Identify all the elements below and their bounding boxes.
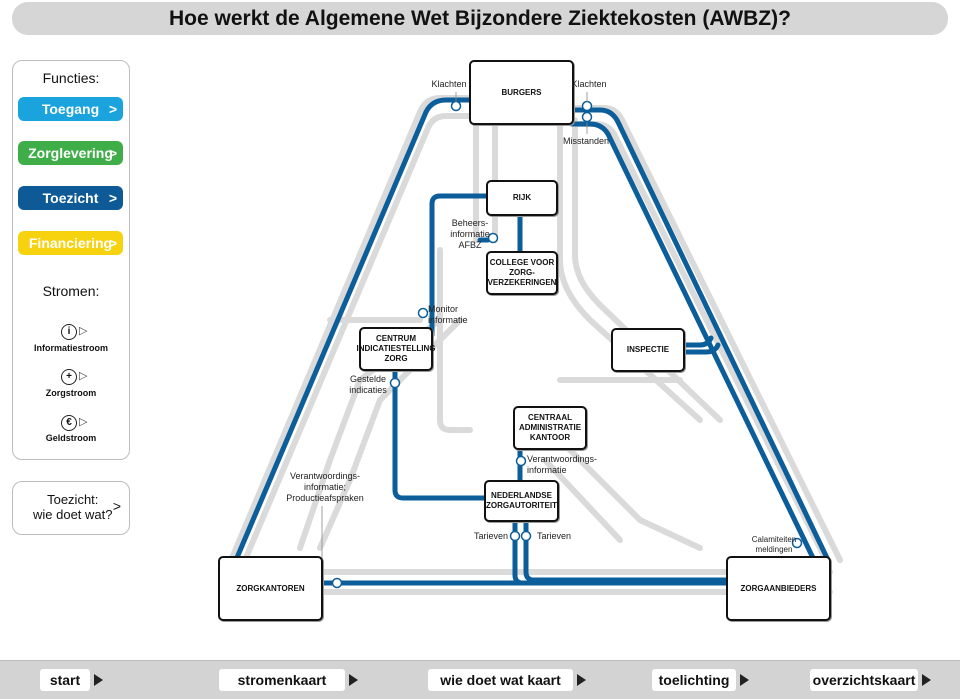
toezicht-label: Toezicht: [42, 190, 99, 206]
blue-flows: [233, 97, 831, 586]
triangle-right-icon: ▷: [79, 325, 88, 337]
stromenkaart-button[interactable]: stromenkaart: [219, 669, 345, 691]
financiering-button[interactable]: Financiering >: [18, 231, 123, 255]
triangle-right-icon: ▷: [79, 416, 88, 428]
play-arrow-icon[interactable]: [922, 674, 931, 686]
stromen-label: Stromen:: [42, 283, 100, 299]
misstanden-label: Misstanden: [562, 136, 610, 146]
overzichtskaart-button[interactable]: overzichtskaart: [810, 669, 918, 691]
node-cak[interactable]: CENTRAAL ADMINISTRATIE KANTOOR: [513, 406, 587, 450]
chevron-right-icon: >: [108, 101, 117, 117]
toezicht-box-line2: wie doet wat?: [33, 507, 113, 522]
sidebar-panel: Functies: Toegang > Zorglevering > Toezi…: [12, 60, 130, 460]
klachten-left-label: Klachten: [431, 79, 467, 89]
verantw-left-label: Verantwoordings- informatie; Productieaf…: [286, 471, 364, 503]
geldstroom-label: Geldstroom: [45, 433, 97, 443]
beheers-label: Beheers- informatie AFBZ: [450, 218, 490, 250]
tarieven-left-label: Tarieven: [473, 531, 509, 541]
toegang-button[interactable]: Toegang >: [18, 97, 123, 121]
calamiteiten-label: Calamiteiten meldingen: [751, 535, 797, 554]
flow-markers: [331, 100, 803, 589]
toezicht-box-line1: Toezicht:: [47, 492, 99, 507]
verantw-right-label: Verantwoordings- informatie: [527, 454, 598, 475]
zorgstroom-label: Zorgstroom: [45, 388, 97, 398]
page-title: Hoe werkt de Algemene Wet Bijzondere Zie…: [169, 7, 791, 30]
start-button[interactable]: start: [40, 669, 90, 691]
node-ciz[interactable]: CENTRUM INDICATIESTELLING ZORG: [357, 327, 435, 371]
node-nza[interactable]: NEDERLANDSE ZORGAUTORITEIT: [484, 480, 559, 522]
zorglevering-label: Zorglevering: [28, 145, 113, 161]
toezicht-wie-doet-wat-button[interactable]: Toezicht: wie doet wat? >: [12, 481, 130, 535]
toegang-label: Toegang: [41, 101, 100, 117]
chevron-right-icon: >: [108, 145, 117, 161]
monitor-label: Monitor informatie: [428, 304, 468, 325]
plus-icon: +: [61, 369, 77, 385]
triangle-right-icon: ▷: [79, 370, 88, 382]
play-arrow-icon[interactable]: [349, 674, 358, 686]
node-cvz[interactable]: COLLEGE VOOR ZORG-VERZEKERINGEN: [486, 251, 558, 295]
informatiestroom-label: Informatiestroom: [33, 343, 108, 353]
node-inspectie[interactable]: INSPECTIE: [611, 328, 685, 372]
wie-doet-wat-kaart-button[interactable]: wie doet wat kaart: [428, 669, 573, 691]
toezicht-box-text: Toezicht: wie doet wat?: [33, 492, 113, 522]
node-zorgkantoren[interactable]: ZORGKANTOREN: [218, 556, 323, 621]
functies-label: Functies:: [42, 70, 100, 86]
title-bar: Hoe werkt de Algemene Wet Bijzondere Zie…: [12, 2, 948, 35]
zorglevering-button[interactable]: Zorglevering >: [18, 141, 123, 165]
play-arrow-icon[interactable]: [94, 674, 103, 686]
chevron-right-icon: >: [108, 235, 117, 251]
node-rijk[interactable]: RIJK: [486, 180, 558, 216]
euro-icon: €: [61, 415, 77, 431]
tarieven-right-label: Tarieven: [536, 531, 572, 541]
toelichting-button[interactable]: toelichting: [652, 669, 736, 691]
node-burgers[interactable]: BURGERS: [469, 60, 574, 125]
chevron-right-icon: >: [112, 498, 121, 514]
chevron-right-icon: >: [108, 190, 117, 206]
toezicht-button[interactable]: Toezicht >: [18, 186, 123, 210]
grey-tracks: [229, 95, 843, 595]
node-zorgaanbieders[interactable]: ZORGAANBIEDERS: [726, 556, 831, 621]
gestelde-label: Gestelde indicaties: [349, 374, 387, 395]
play-arrow-icon[interactable]: [577, 674, 586, 686]
bottom-nav: start stromenkaart wie doet wat kaart to…: [0, 660, 960, 699]
play-arrow-icon[interactable]: [740, 674, 749, 686]
financiering-label: Financiering: [28, 235, 113, 251]
klachten-right-label: Klachten: [571, 79, 607, 89]
info-icon: i: [61, 324, 77, 340]
